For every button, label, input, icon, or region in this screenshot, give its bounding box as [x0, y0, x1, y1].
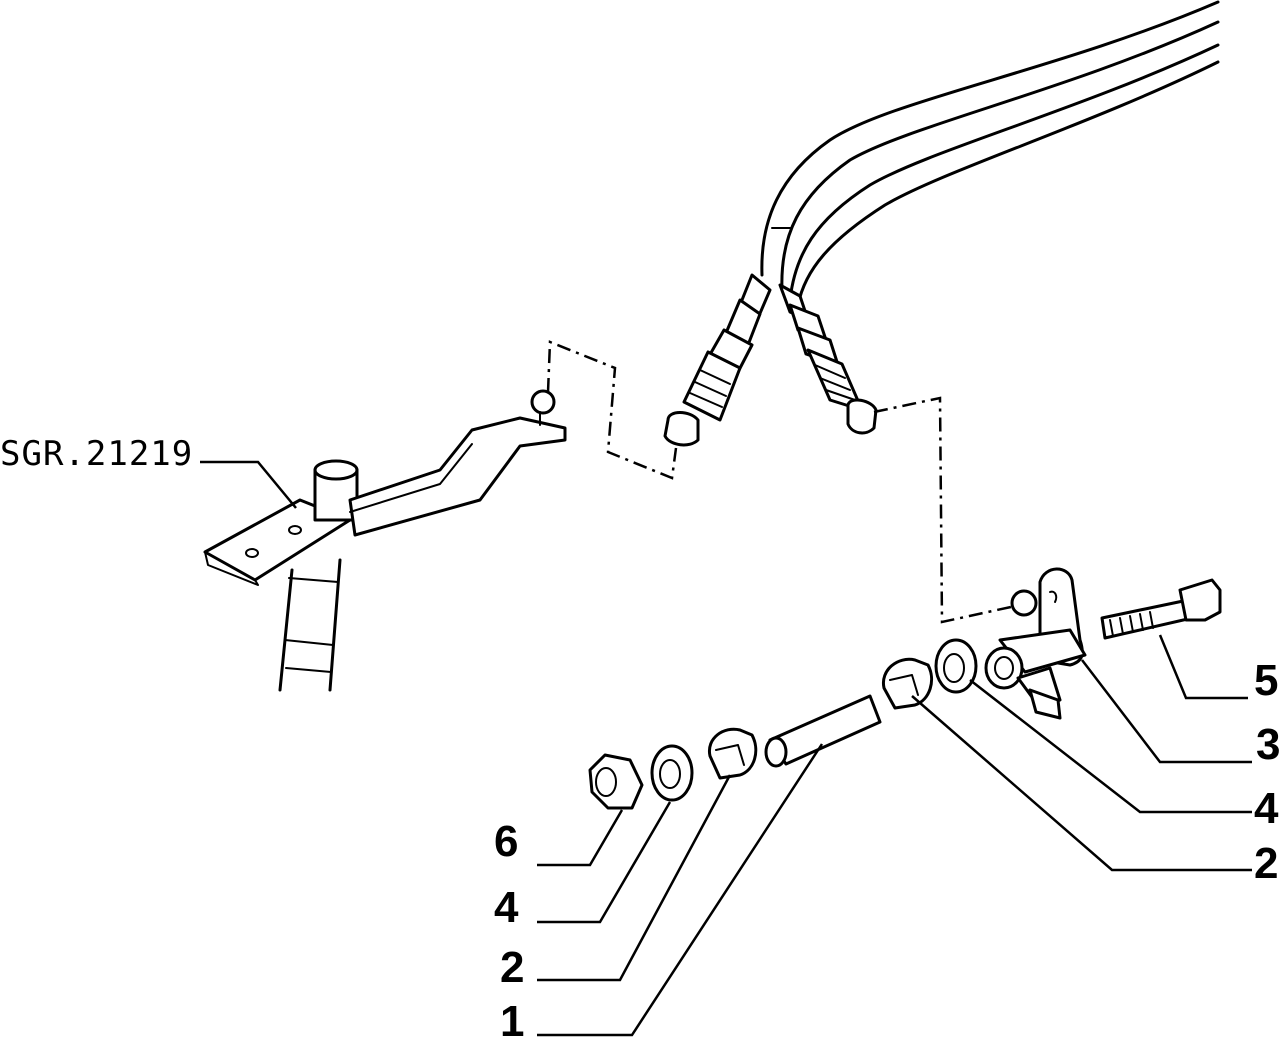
- reference-label: SGR.21219: [0, 434, 194, 474]
- gear-lever-assembly: [203, 389, 567, 692]
- callout-6: 6: [494, 817, 519, 866]
- bushing-right: [881, 657, 933, 710]
- nut-part: [588, 753, 644, 810]
- washer-left: [650, 744, 694, 802]
- control-cables: [760, 0, 1220, 307]
- washer-right: [934, 638, 978, 694]
- right-cable-end: [778, 283, 878, 435]
- callout-2-right: 2: [1254, 839, 1279, 888]
- bushing-left: [707, 727, 758, 780]
- callout-3: 3: [1256, 720, 1281, 769]
- callout-4-right: 4: [1254, 784, 1279, 833]
- callout-5: 5: [1254, 656, 1279, 705]
- callout-leaders: [200, 460, 1252, 1037]
- callout-1: 1: [500, 997, 525, 1040]
- sleeve-part: [764, 694, 882, 768]
- callout-2-left: 2: [500, 943, 525, 992]
- selector-lever-part: [984, 567, 1087, 720]
- bolt-part: [1100, 578, 1222, 640]
- left-cable-end: [663, 273, 772, 447]
- callout-4-left: 4: [494, 883, 519, 932]
- assembly-dashed-lines: [546, 340, 1021, 624]
